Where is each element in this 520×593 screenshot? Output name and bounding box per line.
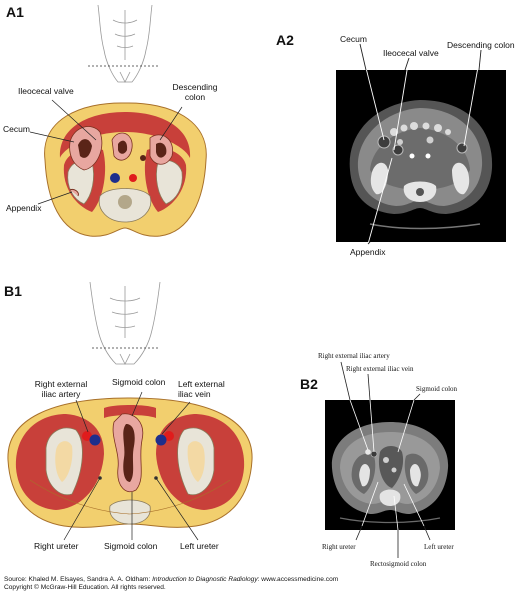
source-credit: Source: Khaled M. Elsayes, Sandra A. A. …	[4, 576, 338, 585]
b2-label-left-ureter: Left ureter	[424, 543, 454, 551]
a1-label-descending-colon-line2: colon	[184, 92, 206, 102]
a2-ct-image	[336, 70, 506, 242]
a2-label-cecum: Cecum	[340, 34, 367, 44]
b1-label-left-external-iliac-vein-line1: Left external	[178, 379, 225, 389]
b2-label-sigmoid-colon: Sigmoid colon	[416, 385, 458, 393]
b1-label-left-ureter: Left ureter	[180, 541, 219, 551]
b1-label-right-ureter: Right ureter	[34, 541, 79, 551]
a1-leader-lines	[29, 99, 183, 205]
a1-label-cecum: Cecum	[3, 124, 30, 134]
panel-label-b1: B1	[4, 283, 22, 299]
copyright-notice: Copyright © McGraw-Hill Education. All r…	[4, 584, 166, 591]
a1-torso-figure	[97, 4, 153, 83]
b1-label-right-external-iliac-artery-line2: iliac artery	[41, 389, 81, 399]
a1-label-ileocecal-valve: Ileocecal valve	[18, 86, 74, 96]
b2-label-right-ureter: Right ureter	[322, 543, 356, 551]
a2-label-descending-colon: Descending colon	[447, 40, 515, 50]
b1-label-right-external-iliac-artery-line1: Right external	[34, 379, 88, 389]
a1-cross-section	[44, 102, 207, 237]
a2-label-ileocecal-valve: Ileocecal valve	[383, 48, 439, 58]
b1-label-right-external-iliac-artery: Right external iliac artery	[24, 379, 98, 399]
a1-label-descending-colon-line1: Descending	[172, 82, 218, 92]
b1-cross-section	[7, 397, 253, 528]
b2-label-right-external-iliac-vein: Right external iliac vein	[346, 365, 414, 373]
panel-label-a1: A1	[6, 4, 24, 20]
a2-leader-lines-outside	[359, 43, 482, 245]
b1-label-left-external-iliac-vein: Left external iliac vein	[178, 379, 225, 399]
a1-label-descending-colon: Descending colon	[165, 82, 225, 102]
source-title: Introduction to Diagnostic Radiology	[152, 576, 258, 583]
b1-label-left-external-iliac-vein-line2: iliac vein	[178, 389, 211, 399]
source-suffix: : www.accessmedicine.com	[257, 576, 339, 583]
b1-label-sigmoid-colon-bottom: Sigmoid colon	[104, 541, 158, 551]
b2-ct-image	[325, 400, 455, 530]
panel-label-a2: A2	[276, 32, 294, 48]
b2-label-right-external-iliac-artery: Right external iliac artery	[318, 352, 390, 360]
a2-label-appendix: Appendix	[350, 247, 386, 257]
a1-label-appendix: Appendix	[6, 203, 42, 213]
b1-torso-figure	[89, 281, 161, 365]
b1-leader-lines	[63, 391, 199, 541]
b2-label-rectosigmoid-colon: Rectosigmoid colon	[370, 560, 427, 568]
source-prefix: Source: Khaled M. Elsayes, Sandra A. A. …	[4, 576, 153, 583]
panel-label-b2: B2	[300, 376, 318, 392]
b2-leader-lines-outside	[340, 361, 431, 558]
b1-label-sigmoid-colon-top: Sigmoid colon	[112, 377, 166, 387]
b2-leader-lines	[349, 399, 425, 531]
